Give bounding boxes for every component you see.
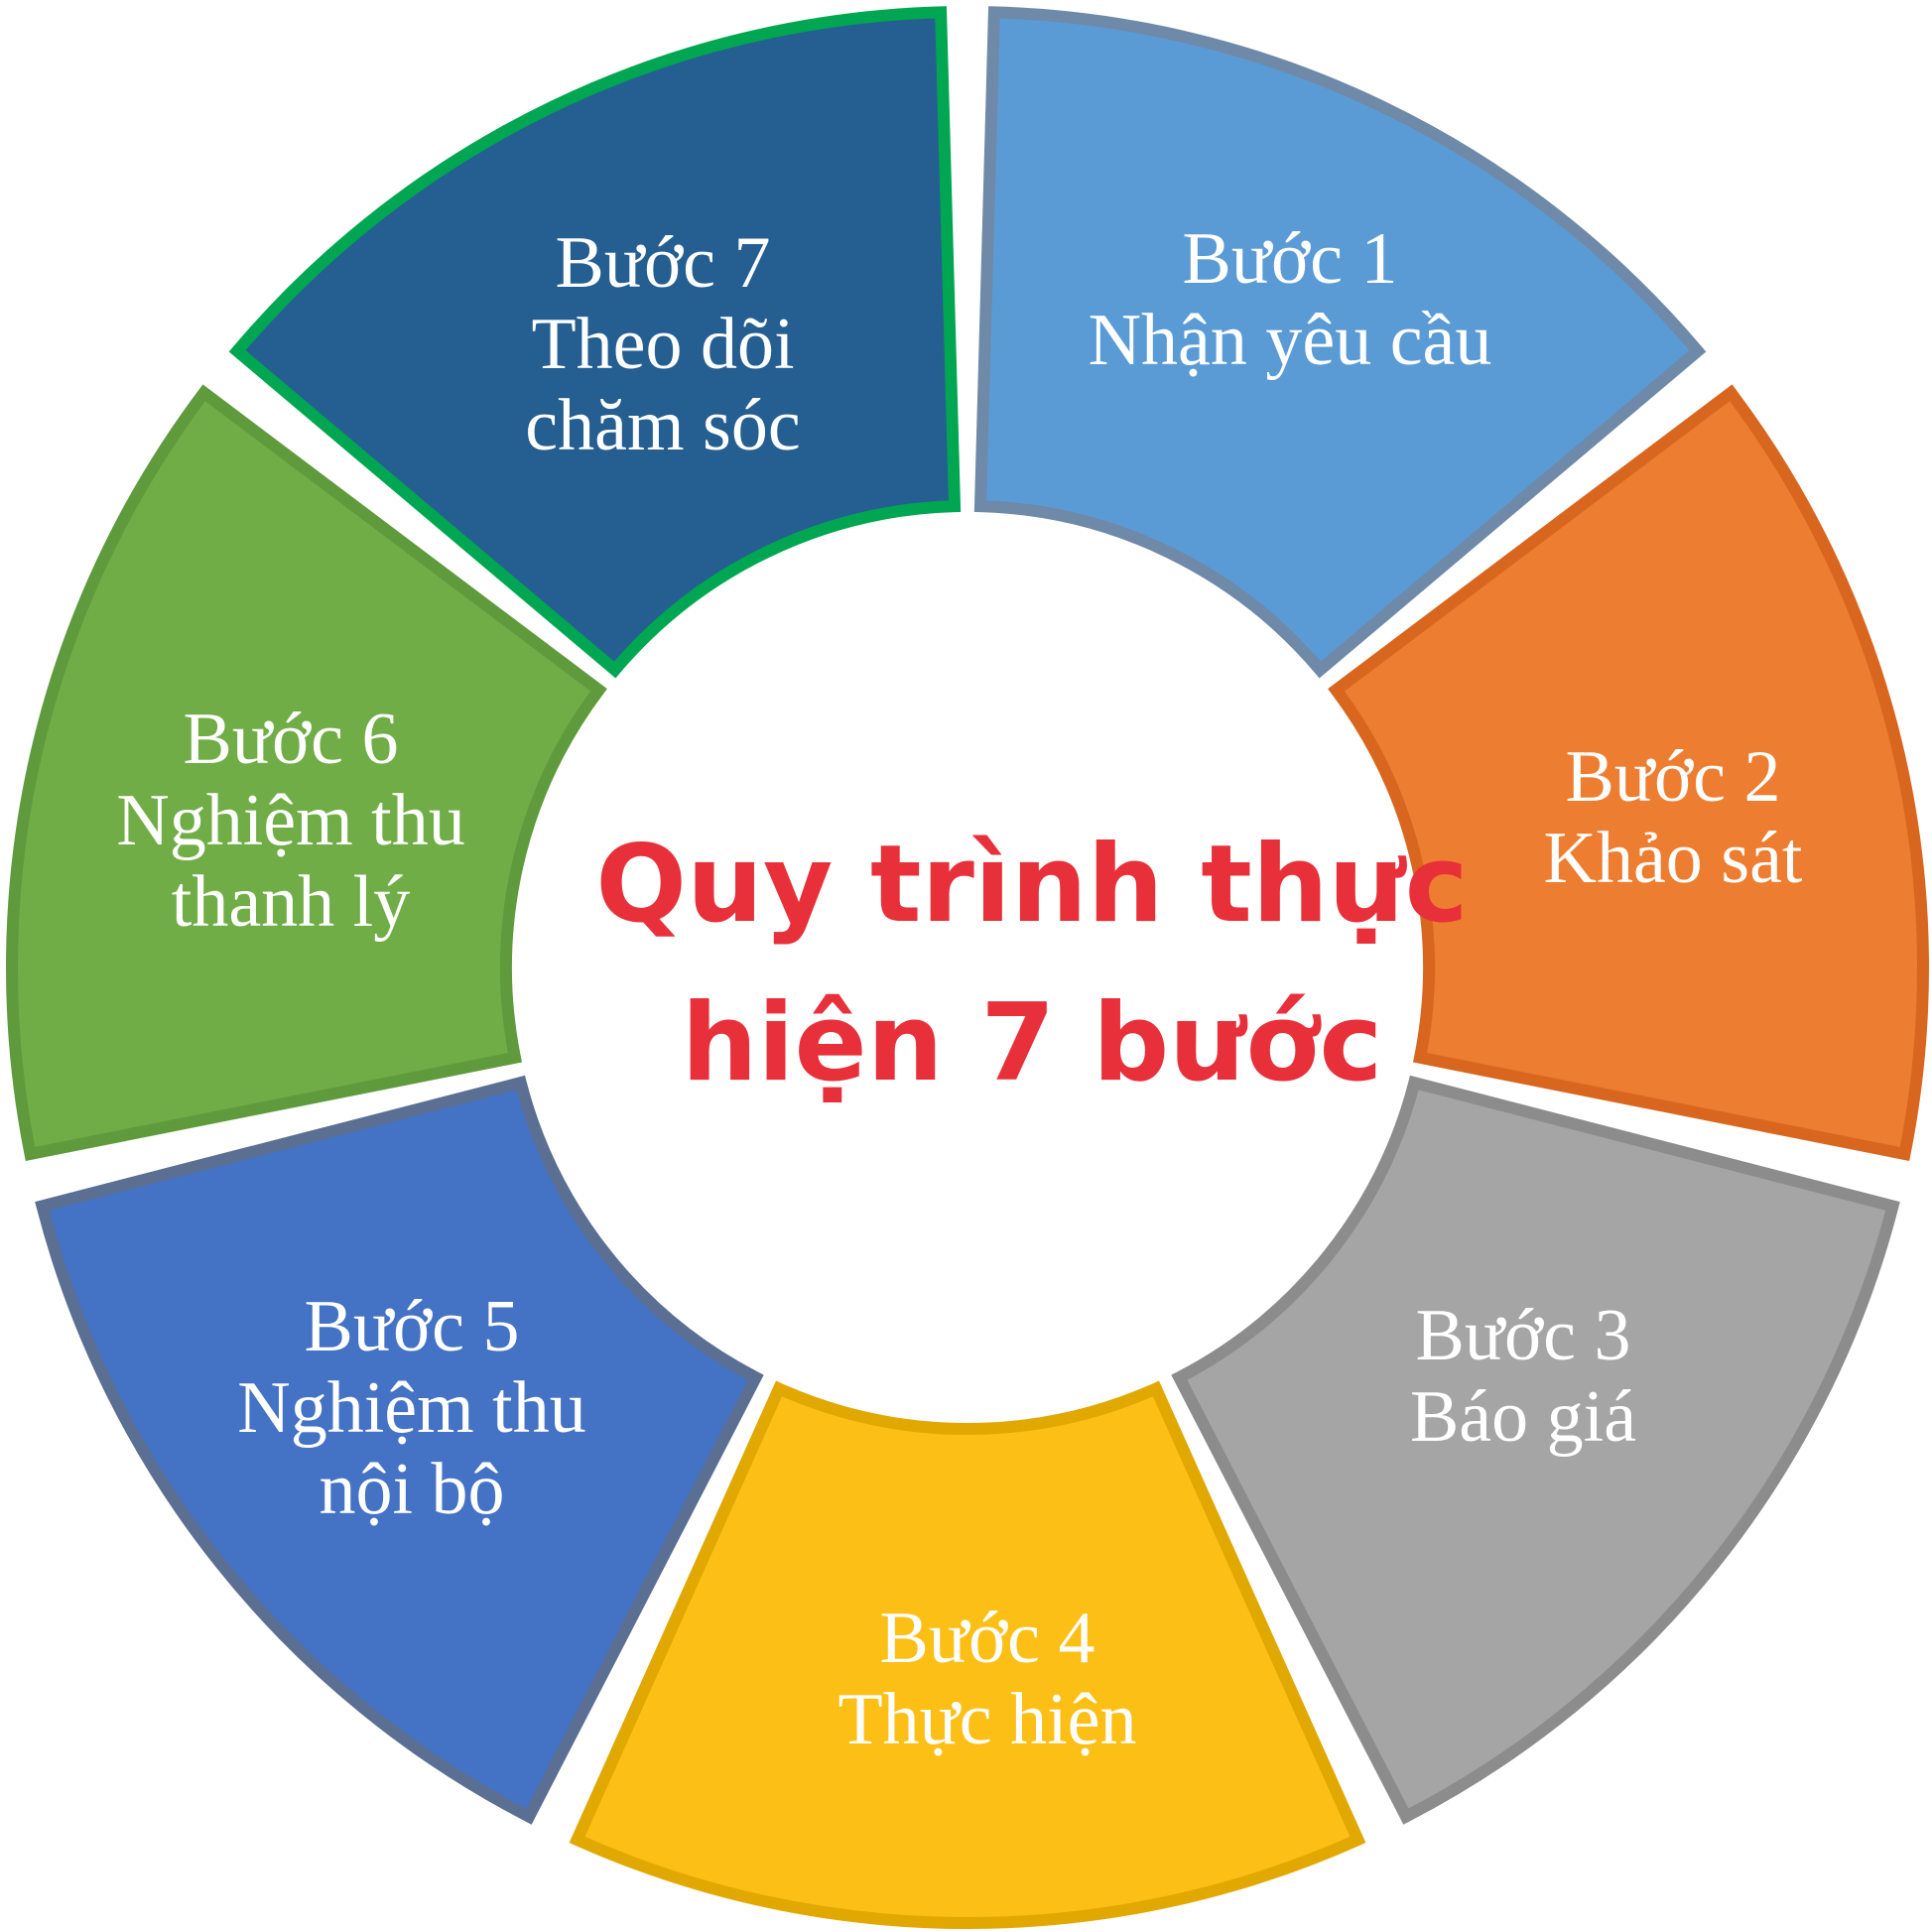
- center-title-line-1: Quy trình thực: [595, 823, 1468, 947]
- step-5-label-line-2: Nghiệm thu: [237, 1367, 585, 1449]
- step-4-label-line-1: Bước 4: [880, 1598, 1095, 1679]
- step-5-label-line-1: Bước 5: [305, 1286, 520, 1367]
- step-1-label-line-1: Bước 1: [1183, 218, 1398, 300]
- step-6-shape: [6, 384, 607, 1162]
- step-2-label-line-1: Bước 2: [1566, 736, 1781, 818]
- center-title: Quy trình thực hiện 7 bước: [595, 823, 1468, 1105]
- step-5-shape: [35, 1075, 764, 1825]
- step-2-label-line-2: Khảo sát: [1544, 818, 1803, 899]
- step-7-shape: [228, 6, 962, 679]
- step-2-shape: [1328, 384, 1929, 1162]
- step-3-label-line-1: Bước 3: [1416, 1295, 1631, 1376]
- center-title-line-2: hiện 7 bước: [682, 981, 1383, 1105]
- step-7-label-line-1: Bước 7: [556, 222, 771, 304]
- step-6-label-line-1: Bước 6: [184, 699, 399, 780]
- step-3-shape: [1171, 1075, 1900, 1825]
- step-7-label-line-3: chăm sóc: [525, 385, 800, 466]
- step-6-label-line-3: thanh lý: [172, 861, 410, 943]
- step-6-label-line-2: Nghiệm thu: [116, 780, 464, 861]
- step-7-label-line-2: Theo dõi: [531, 304, 794, 385]
- step-1-label-line-2: Nhận yêu cầu: [1089, 300, 1492, 381]
- step-5-label-line-3: nội bộ: [319, 1449, 504, 1530]
- step-1-shape: [973, 6, 1707, 679]
- step-3-label-line-2: Báo giá: [1410, 1376, 1636, 1458]
- step-4-shape: [569, 1380, 1366, 1929]
- step-4-label-line-2: Thực hiện: [837, 1679, 1136, 1760]
